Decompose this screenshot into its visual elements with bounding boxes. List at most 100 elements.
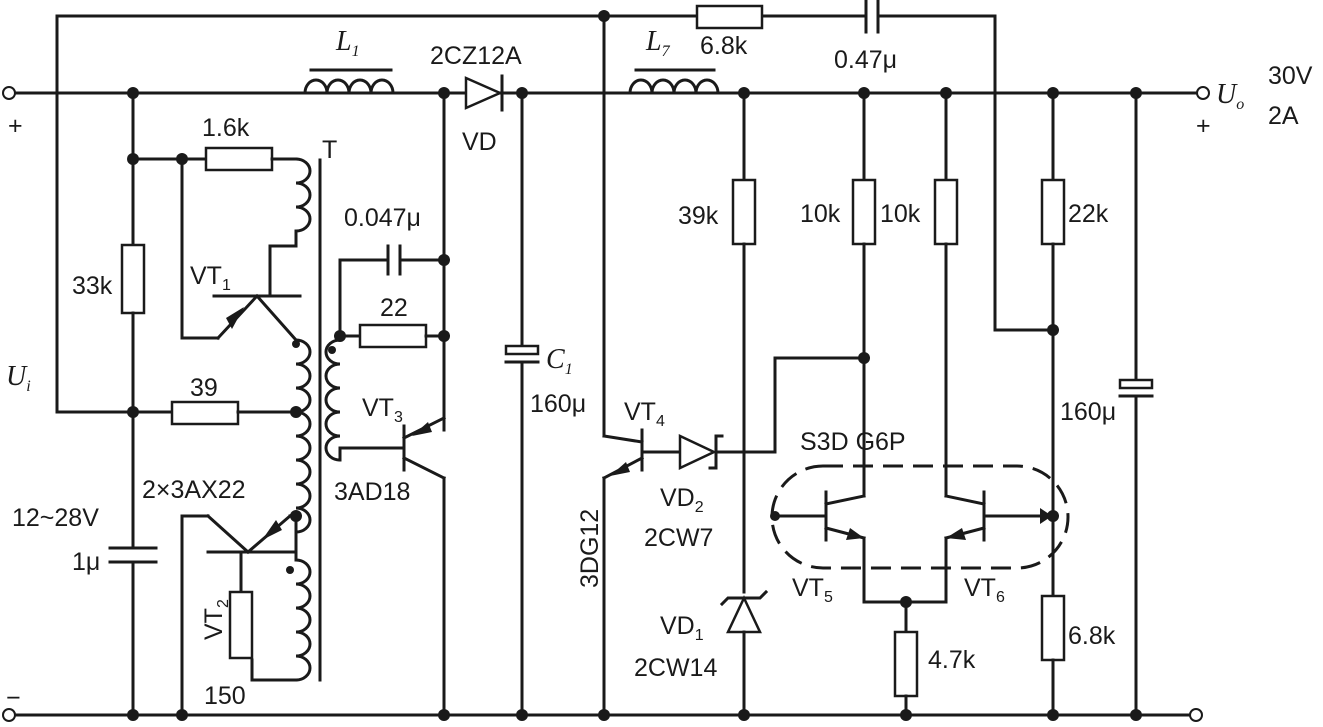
wire: [180, 157, 220, 340]
vt4-label: VT4: [624, 398, 665, 430]
inductor-l1: [303, 78, 395, 94]
vt5-label: VT5: [792, 574, 833, 606]
vt1-arrow: [226, 307, 244, 329]
output-terminal-plus: [1196, 86, 1210, 100]
junction: [127, 406, 139, 418]
wire: [338, 258, 390, 338]
transformer-winding-lower: [295, 558, 312, 682]
vt5-arrow: [846, 528, 864, 540]
wire: [862, 536, 948, 604]
vt3-collector: [401, 455, 447, 481]
vt3-label: VT3: [362, 394, 403, 426]
winding-dot: [286, 566, 294, 574]
transformer-winding-primary: [295, 338, 312, 534]
l7-label: L7: [645, 26, 671, 60]
junction: [516, 87, 528, 99]
cap-c1-plate-top: [504, 344, 540, 356]
output-terminal-minus: [1189, 708, 1203, 722]
vt4-part-label: 3DG12: [576, 509, 604, 588]
zener-vd1: [726, 595, 762, 634]
resistor-6-8k-top-label: 6.8k: [700, 32, 748, 60]
junction: [290, 406, 302, 418]
junction: [127, 87, 139, 99]
zener-vd1-bar: [719, 589, 769, 607]
vd-part-label: 2CZ12A: [430, 42, 522, 70]
resistor-39k-label: 39k: [678, 202, 719, 230]
vt6-label: VT6: [964, 574, 1005, 606]
vt2-arrow: [262, 520, 282, 540]
transformer-label: T: [322, 136, 337, 164]
vt5-collector: [824, 494, 866, 506]
winding-dot: [328, 346, 336, 354]
output-plus-label: +: [1196, 112, 1211, 140]
vt4-collector: [602, 434, 644, 444]
junction: [900, 709, 912, 721]
vd2-part-label: 2CW7: [644, 524, 713, 552]
junction: [1047, 87, 1059, 99]
wire: [180, 514, 210, 717]
vt2-label: VT2: [200, 599, 232, 640]
junction: [334, 330, 346, 342]
input-terminal-plus: [2, 86, 16, 100]
resistor-6-8k-bottom-label: 6.8k: [1068, 622, 1116, 650]
junction: [1047, 324, 1059, 336]
junction: [738, 87, 750, 99]
resistor-39k: [731, 178, 757, 246]
output-current-value: 2A: [1268, 102, 1299, 130]
resistor-10k-b: [933, 178, 959, 246]
vt3-part-label: 3AD18: [334, 478, 410, 506]
vd2-label: VD2: [660, 484, 704, 516]
resistor-1-6k-label: 1.6k: [202, 114, 250, 142]
junction: [438, 87, 450, 99]
resistor-22-label: 22: [380, 294, 408, 322]
resistor-22k-label: 22k: [1068, 200, 1109, 228]
vt1-label: VT1: [190, 262, 231, 294]
input-minus-label: −: [6, 684, 21, 712]
inductor-l7: [628, 78, 720, 94]
resistor-1-6k: [204, 146, 274, 172]
input-plus-label: +: [8, 112, 23, 140]
vt12-part-label: 2×3AX22: [142, 476, 246, 504]
junction: [858, 352, 870, 364]
wire: [338, 446, 406, 462]
resistor-39-label: 39: [190, 374, 218, 402]
vt2-collector: [205, 513, 251, 555]
junction: [738, 709, 750, 721]
vd1-part-label: 2CW14: [634, 654, 717, 682]
junction: [1130, 709, 1142, 721]
junction: [176, 709, 188, 721]
output-voltage-value: 30V: [1268, 62, 1313, 90]
cap-in-label: 1μ: [72, 548, 100, 576]
resistor-10k-a: [851, 178, 877, 246]
wire: [250, 658, 298, 682]
pair-part-label: S3D G6P: [800, 428, 906, 456]
l1-label: L1: [335, 26, 360, 60]
resistor-150: [228, 590, 254, 660]
vt4-arrow: [610, 462, 630, 476]
transformer-winding-drive: [324, 338, 341, 462]
winding-dot: [292, 340, 300, 348]
cap-c1-value: 160μ: [530, 390, 586, 418]
transformer-winding-feedback: [295, 157, 312, 233]
resistor-10k-b-label: 10k: [880, 200, 921, 228]
resistor-4-7k-label: 4.7k: [928, 646, 976, 674]
zener-vd2: [678, 434, 717, 470]
resistor-22: [358, 323, 428, 349]
junction: [127, 153, 139, 165]
vt6-collector: [944, 494, 986, 506]
resistor-22k: [1040, 178, 1066, 246]
input-voltage-label: Ui: [6, 361, 31, 395]
cap-c1-label: C1: [546, 344, 573, 378]
junction: [858, 87, 870, 99]
junction: [598, 709, 610, 721]
resistor-4-7k: [893, 630, 919, 698]
junction: [516, 709, 528, 721]
junction: [1130, 87, 1142, 99]
cap-out-plate-top: [1118, 378, 1154, 390]
resistor-6-8k-bottom: [1040, 594, 1066, 662]
resistor-150-label: 150: [204, 682, 246, 710]
input-range-label: 12~28V: [12, 504, 99, 532]
junction: [438, 330, 450, 342]
junction: [940, 87, 952, 99]
